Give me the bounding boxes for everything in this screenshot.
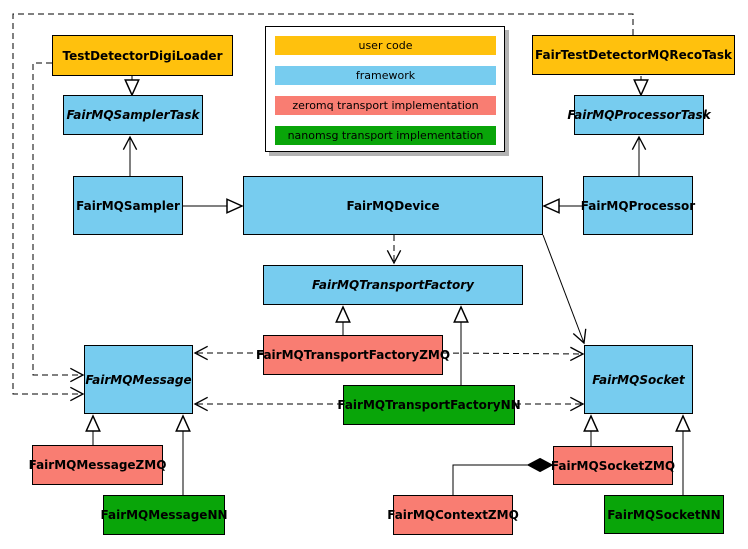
legend-item-nanomsg: nanomsg transport implementation (275, 126, 496, 145)
edge-contextzmq-socketzmq (452, 465, 551, 495)
node-test-detector-digi-loader: TestDetectorDigiLoader (52, 35, 233, 76)
node-fairmq-processor-task: FairMQProcessorTask (567, 95, 711, 135)
legend-item-framework: framework (275, 66, 496, 85)
node-fairmq-message-zmq: FairMQMessageZMQ (29, 445, 166, 485)
edge-device-socket (542, 234, 584, 343)
edge-recotask-message (12, 13, 634, 394)
node-fairmq-transport-factory: FairMQTransportFactory (263, 265, 523, 305)
edge-digiloader-message (32, 62, 83, 375)
legend-item-zeromq: zeromq transport implementation (275, 96, 496, 115)
node-fairmq-transport-factory-nn: FairMQTransportFactoryNN (337, 385, 521, 425)
edge-factoryzmq-socket (442, 353, 583, 354)
node-fairmq-sampler: FairMQSampler (73, 176, 183, 235)
node-fairmq-message-nn: FairMQMessageNN (100, 495, 228, 535)
node-fairmq-processor: FairMQProcessor (581, 176, 695, 235)
node-fairmq-device: FairMQDevice (243, 176, 543, 235)
node-fairmq-socket-nn: FairMQSocketNN (604, 495, 724, 534)
node-fair-test-detector-mq-reco-task: FairTestDetectorMQRecoTask (532, 35, 735, 75)
node-fairmq-transport-factory-zmq: FairMQTransportFactoryZMQ (256, 335, 450, 375)
node-fairmq-message: FairMQMessage (84, 345, 193, 414)
node-fairmq-sampler-task: FairMQSamplerTask (63, 95, 203, 135)
legend-item-user-code: user code (275, 36, 496, 55)
legend: user code framework zeromq transport imp… (265, 26, 505, 152)
node-fairmq-socket-zmq: FairMQSocketZMQ (551, 446, 675, 485)
node-fairmq-socket: FairMQSocket (584, 345, 693, 414)
node-fairmq-context-zmq: FairMQContextZMQ (387, 495, 519, 535)
